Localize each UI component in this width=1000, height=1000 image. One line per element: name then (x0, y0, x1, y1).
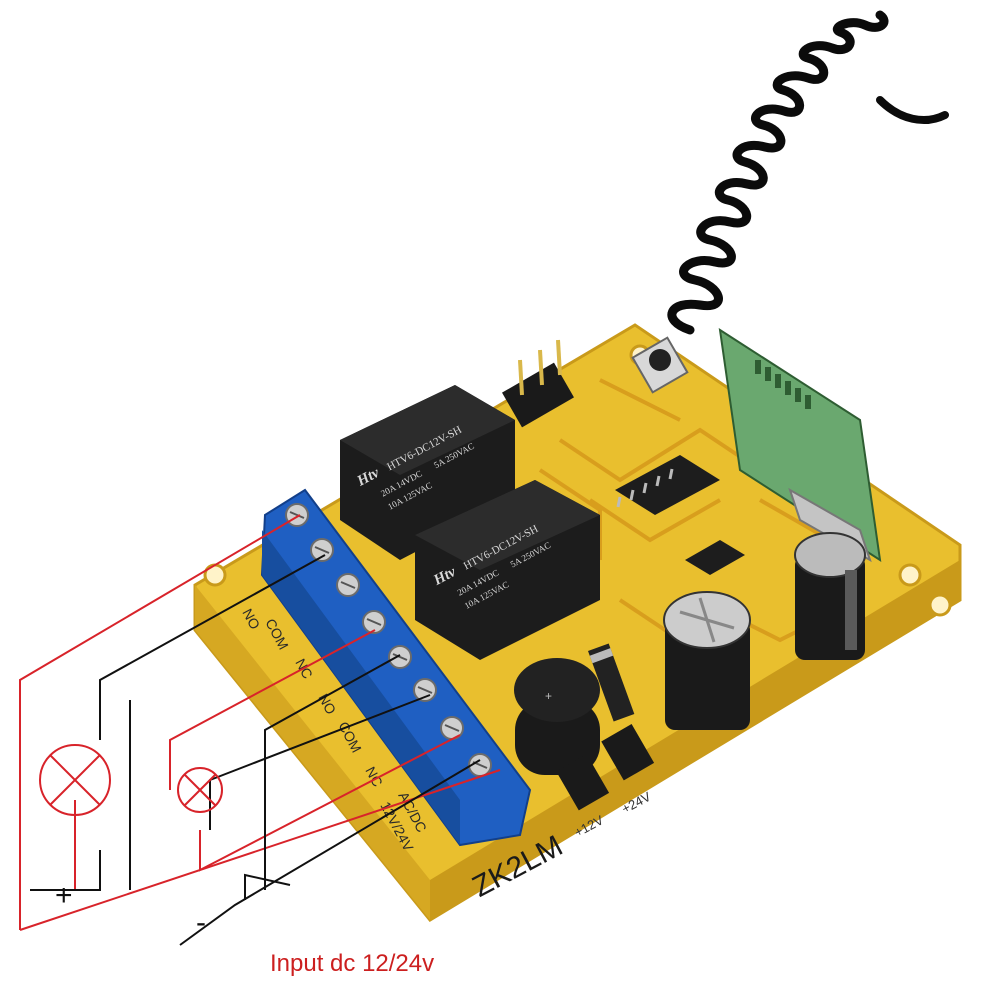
input-caption: Input dc 12/24v (270, 950, 435, 977)
lamp-large (39, 744, 111, 816)
relay-2: Htv HTV6-DC12V-SH 20A 14VDC 5A 250VAC 10… (415, 480, 600, 660)
capacitor-large (663, 591, 751, 730)
terminal-screw-slot (392, 653, 408, 661)
terminal-block (260, 488, 532, 847)
bridge-rectifier: + (514, 658, 600, 775)
learn-button (631, 336, 689, 394)
terminal-screw-slot (289, 511, 305, 519)
pin-header-top (502, 339, 574, 428)
terminal-screw-slot (314, 546, 330, 554)
minus-label: - (196, 906, 206, 939)
plus-label: + (55, 879, 73, 912)
terminal-screw-slot (366, 618, 382, 626)
terminal-screw-slot (340, 581, 356, 589)
lamp-small (177, 767, 223, 813)
capacitor-small (794, 532, 866, 660)
ic-chip-small (685, 540, 745, 575)
ic-chip (615, 455, 720, 515)
svg-text:+: + (545, 689, 552, 703)
diode (588, 643, 635, 722)
wiring-diagram (19, 514, 501, 946)
terminal-screw-slot (417, 686, 433, 694)
antenna-coil (667, 10, 949, 335)
terminal-screw-slot (444, 724, 460, 732)
